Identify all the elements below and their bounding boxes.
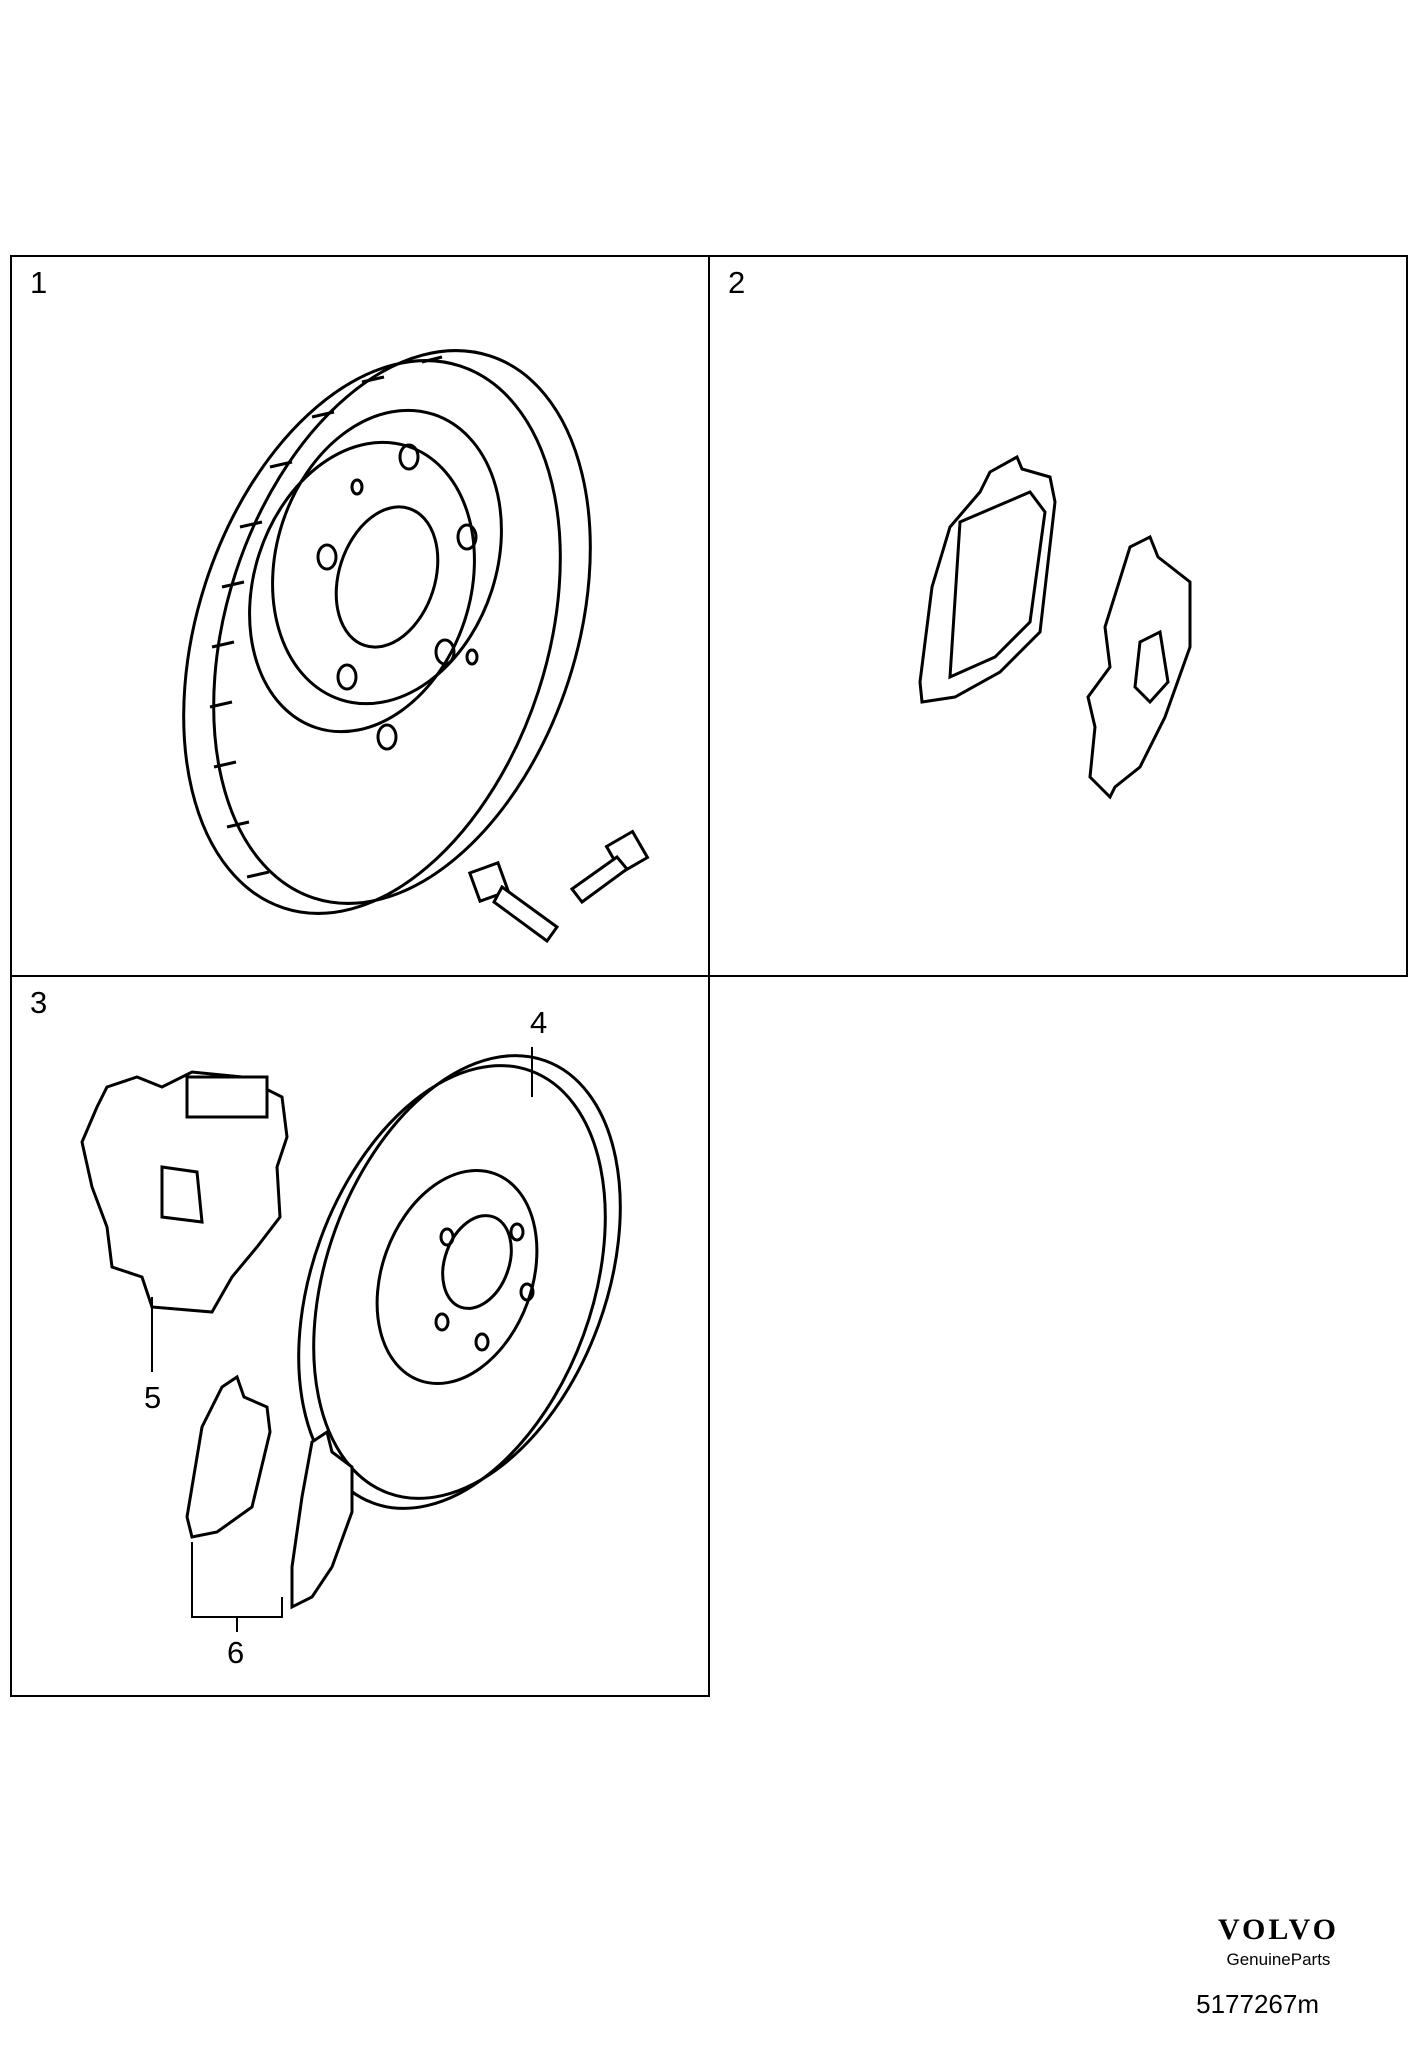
panel-brake-pads: 2 xyxy=(708,255,1408,977)
panel-brake-assembly: 3 4 5 6 xyxy=(10,975,710,1697)
panel-number: 1 xyxy=(26,267,52,298)
panel-number: 2 xyxy=(724,267,750,298)
brake-pads-drawing xyxy=(918,454,1192,800)
brand-logo: VOLVO xyxy=(1217,1913,1339,1946)
brake-disc-drawing xyxy=(182,349,650,944)
brake-assembly-drawing xyxy=(80,1047,622,1632)
brand-tagline: GenuineParts xyxy=(1226,1950,1331,1969)
diagram-id: 5177267m xyxy=(1196,1989,1319,2019)
callout-caliper: 5 xyxy=(142,1380,164,1415)
footer-branding: VOLVO GenuineParts xyxy=(1217,1913,1339,1969)
panel-brake-disc: 1 xyxy=(10,255,710,977)
callout-pads: 6 xyxy=(225,1635,247,1670)
panel-number: 3 xyxy=(26,987,52,1018)
callout-disc: 4 xyxy=(528,1005,550,1040)
